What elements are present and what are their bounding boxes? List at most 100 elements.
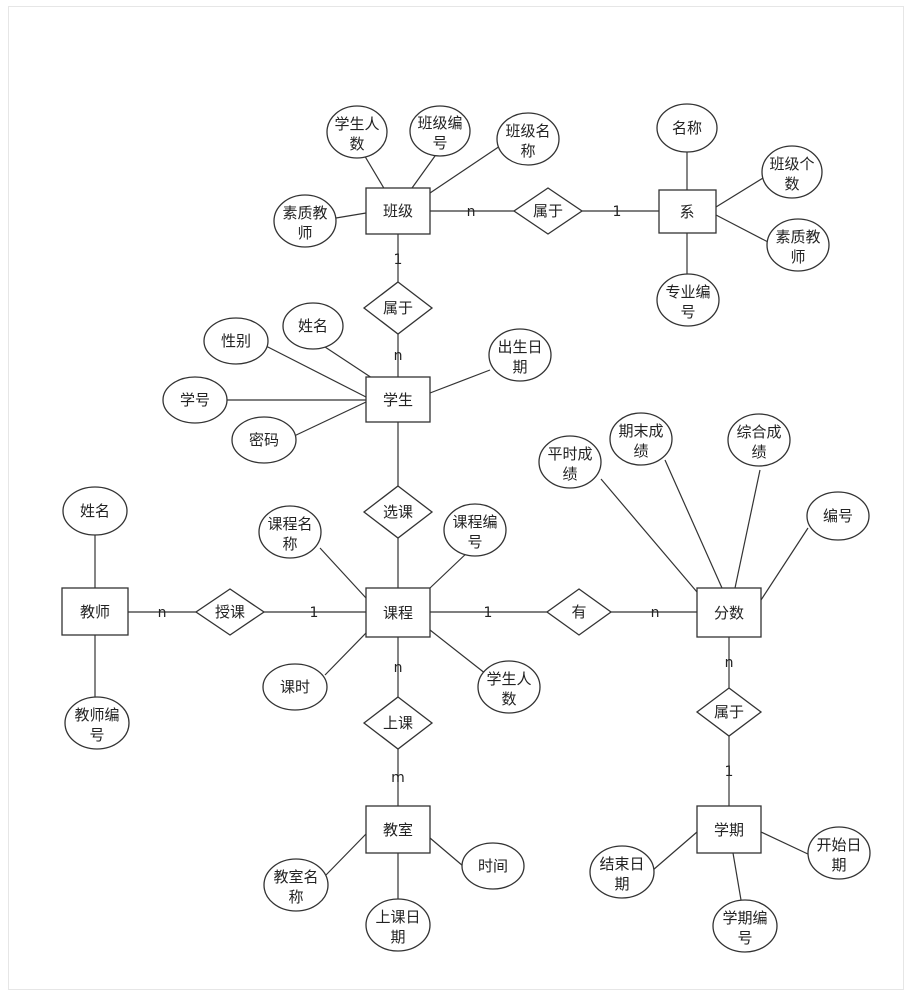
attr-class-no-l2: 号 <box>432 134 447 152</box>
attr-course-name-l2: 称 <box>282 535 297 553</box>
attr-score-usual-l2: 绩 <box>562 465 577 483</box>
attr-term-end: 结束日 期 <box>589 845 655 899</box>
attr-stu-name-l1: 姓名 <box>298 317 328 335</box>
rel-stu-class: 属于 <box>362 281 434 335</box>
entity-score-label: 分数 <box>714 604 744 622</box>
attr-score-total-l1: 综合成 <box>736 423 781 441</box>
line-room-time <box>429 837 464 867</box>
attr-stu-id-l1: 学号 <box>180 391 210 409</box>
attr-course-stucount: 学生人 数 <box>477 660 541 714</box>
attr-course-no: 课程编 号 <box>443 503 507 557</box>
attr-stu-birth: 出生日 期 <box>488 328 552 382</box>
attr-teacher-no: 教师编 号 <box>64 696 130 750</box>
attr-score-no-l1: 编号 <box>823 507 853 525</box>
attr-term-start: 开始日 期 <box>807 826 871 880</box>
entity-dept-label: 系 <box>679 203 694 221</box>
entity-student-label: 学生 <box>383 391 413 409</box>
attr-term-no: 学期编 号 <box>712 899 778 953</box>
attr-course-no-l1: 课程编 <box>452 513 497 531</box>
entity-class: 班级 <box>365 187 431 235</box>
rel-score-term-label: 属于 <box>714 703 744 721</box>
line-course-no <box>429 549 471 589</box>
attr-dept-classcount-l2: 数 <box>784 175 799 193</box>
attr-score-final-l1: 期末成 <box>618 422 663 440</box>
attr-score-total-l2: 绩 <box>751 443 766 461</box>
entity-classroom-label: 教室 <box>383 821 413 839</box>
attr-room-date: 上课日 期 <box>365 898 431 952</box>
line-course-stucount <box>429 629 487 675</box>
attr-class-teacher-l1: 素质教 <box>282 204 327 222</box>
line-dept-teacher <box>715 214 769 243</box>
attr-score-no: 编号 <box>806 491 870 541</box>
card-course-attend-n: n <box>394 660 403 676</box>
attr-room-name-l1: 教室名 <box>273 868 318 886</box>
attr-score-final-l2: 绩 <box>633 442 648 460</box>
line-stu-pwd <box>291 401 367 438</box>
line-stu-birth <box>429 369 491 394</box>
attr-term-start-l1: 开始日 <box>816 836 861 854</box>
attr-dept-teacher-l2: 师 <box>790 248 805 266</box>
attr-stu-birth-l2: 期 <box>512 358 527 376</box>
card-score-n: n <box>725 655 734 671</box>
attr-class-no: 班级编 号 <box>409 105 471 157</box>
attr-class-no-l1: 班级编 <box>417 114 462 132</box>
attr-class-name: 班级名 称 <box>496 112 560 166</box>
attr-class-stucount: 学生人 数 <box>326 105 388 159</box>
attr-term-no-l1: 学期编 <box>722 909 767 927</box>
entity-dept: 系 <box>658 189 717 234</box>
attr-teacher-no-l1: 教师编 <box>74 706 119 724</box>
attr-dept-teacher: 素质教 师 <box>766 218 830 272</box>
attr-class-name-l2: 称 <box>520 142 535 160</box>
attr-room-time: 时间 <box>461 842 525 890</box>
attr-class-name-l1: 班级名 <box>505 122 550 140</box>
card-class-n: n <box>467 204 476 220</box>
attr-term-end-l1: 结束日 <box>599 855 644 873</box>
attr-course-name: 课程名 称 <box>258 505 322 559</box>
entity-score: 分数 <box>696 587 762 638</box>
card-score-has-n: n <box>651 605 660 621</box>
attr-course-stucount-l1: 学生人 <box>486 670 531 688</box>
attr-class-stucount-l2: 数 <box>349 135 364 153</box>
rel-attend: 上课 <box>362 696 434 750</box>
attr-stu-gender: 性别 <box>203 317 269 365</box>
cardinality-labels: n 1 1 n n 1 1 n n m n 1 <box>158 204 734 786</box>
attr-stu-gender-l1: 性别 <box>221 332 251 350</box>
line-score-no <box>760 527 809 601</box>
attr-teacher-name-l1: 姓名 <box>80 502 110 520</box>
line-term-start <box>760 831 811 856</box>
attr-score-total: 综合成 绩 <box>727 413 791 467</box>
attr-dept-name-l1: 名称 <box>672 119 702 137</box>
attr-course-hours-l1: 课时 <box>280 678 310 696</box>
diagram-frame <box>8 6 904 990</box>
line-term-no <box>732 852 742 901</box>
line-course-name <box>319 547 367 599</box>
rel-teach: 授课 <box>194 588 266 636</box>
rel-teach-label: 授课 <box>215 603 245 621</box>
attr-term-no-l2: 号 <box>737 929 752 947</box>
attr-term-start-l2: 期 <box>831 856 846 874</box>
rel-attend-label: 上课 <box>383 714 413 732</box>
entity-term-label: 学期 <box>714 821 744 839</box>
attr-dept-classcount: 班级个 数 <box>761 145 823 199</box>
rel-has-label: 有 <box>571 603 586 621</box>
attr-stu-id: 学号 <box>162 376 228 424</box>
attr-stu-name: 姓名 <box>282 302 344 350</box>
card-stu-n: n <box>394 348 403 364</box>
line-dept-classcount <box>715 177 764 208</box>
card-term-1: 1 <box>725 764 734 780</box>
attr-room-name: 教室名 称 <box>263 858 329 912</box>
entity-course: 课程 <box>365 587 431 638</box>
card-course-teach-1: 1 <box>310 605 319 621</box>
attr-dept-major: 专业编 号 <box>656 273 720 327</box>
rel-class-dept: 属于 <box>512 187 584 235</box>
rel-stu-class-label: 属于 <box>383 299 413 317</box>
attr-room-date-l2: 期 <box>390 928 405 946</box>
connector-lines <box>94 142 811 901</box>
attr-course-name-l1: 课程名 <box>267 515 312 533</box>
attr-teacher-no-l2: 号 <box>89 726 104 744</box>
attr-dept-classcount-l1: 班级个 <box>769 155 814 173</box>
entity-course-label: 课程 <box>383 604 413 622</box>
entity-class-label: 班级 <box>383 202 413 220</box>
rel-select-label: 选课 <box>383 503 413 521</box>
line-term-end <box>652 831 698 871</box>
